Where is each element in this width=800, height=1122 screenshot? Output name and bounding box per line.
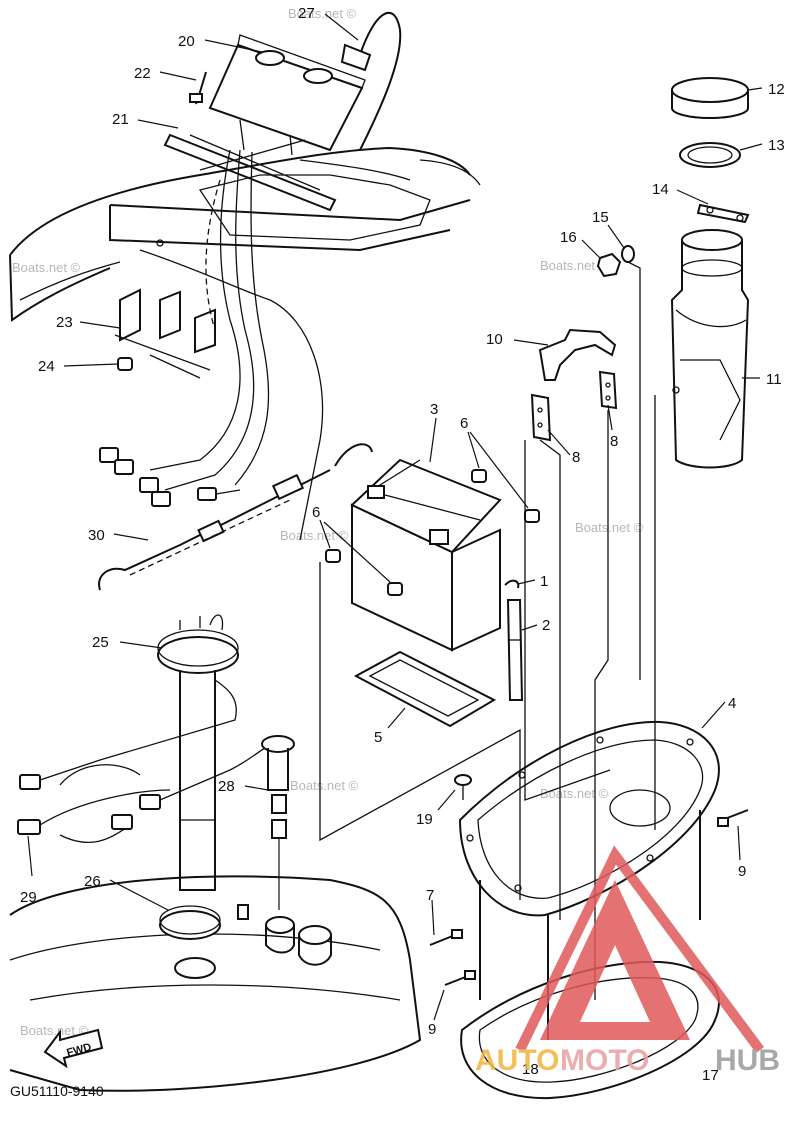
watermark: Boats.net © xyxy=(290,778,359,793)
sensor-28 xyxy=(261,735,295,910)
clamp-14 xyxy=(696,203,750,224)
callout-14: 14 xyxy=(652,181,669,198)
battery-case-4 xyxy=(458,720,720,1040)
plate-8 xyxy=(530,393,552,442)
screw-19 xyxy=(454,774,472,800)
callout-3: 3 xyxy=(430,401,438,418)
callout-28: 28 xyxy=(218,778,235,795)
callout-6: 6 xyxy=(312,504,320,521)
clip-24 xyxy=(117,357,133,371)
callout-4: 4 xyxy=(728,695,736,712)
plate-8 xyxy=(598,370,618,410)
callout-24: 24 xyxy=(38,358,55,375)
logo-text-moto: MOTO xyxy=(560,1044,649,1077)
watermark: Boats.net © xyxy=(540,258,609,273)
callout-29: 29 xyxy=(20,889,37,906)
callout-21: 21 xyxy=(112,111,129,128)
callout-20: 20 xyxy=(178,33,195,50)
callout-18: 18 xyxy=(522,1061,539,1078)
fuel-sender-25 xyxy=(17,614,271,891)
leader-lines xyxy=(27,13,763,1021)
callout-26: 26 xyxy=(84,873,101,890)
watermark: Boats.net © xyxy=(12,260,81,275)
nut-16 xyxy=(596,252,622,278)
callout-5: 5 xyxy=(374,729,382,746)
cable-27 xyxy=(340,11,402,151)
callout-9: 9 xyxy=(738,863,746,880)
watermark: Boats.net © xyxy=(288,6,357,21)
washer-15 xyxy=(621,245,635,263)
callout-1: 1 xyxy=(540,573,548,590)
meter-housing-20 xyxy=(208,34,366,156)
mat-5 xyxy=(353,650,497,728)
watermark: Boats.net © xyxy=(280,528,349,543)
bracket-10 xyxy=(538,328,617,381)
clip-1 xyxy=(504,579,520,589)
callout-10: 10 xyxy=(486,331,503,348)
clip-23 xyxy=(114,288,216,379)
hull-deck xyxy=(9,146,481,541)
rivet-7 xyxy=(429,929,463,946)
callout-22: 22 xyxy=(134,65,151,82)
callout-6: 6 xyxy=(460,415,468,432)
cap-12 xyxy=(671,77,749,119)
callout-8: 8 xyxy=(572,449,580,466)
callout-16: 16 xyxy=(560,229,577,246)
callout-9: 9 xyxy=(428,1021,436,1038)
callout-23: 23 xyxy=(56,314,73,331)
gasket-13 xyxy=(679,142,741,168)
bracket-21 xyxy=(163,133,337,212)
callout-27: 27 xyxy=(298,5,315,22)
callout-19: 19 xyxy=(416,811,433,828)
watermarks: Boats.net © Boats.net © Boats.net © Boat… xyxy=(12,6,644,1038)
watermark: Boats.net © xyxy=(20,1023,89,1038)
rivet-22 xyxy=(189,71,207,105)
callout-8: 8 xyxy=(610,433,618,450)
logo-text-auto: AUTO xyxy=(475,1044,559,1077)
filler-tube-11 xyxy=(670,229,750,469)
callout-17: 17 xyxy=(702,1067,719,1084)
callout-15: 15 xyxy=(592,209,609,226)
fuel-tank-26 xyxy=(9,875,422,1092)
rivet-9 xyxy=(717,809,749,827)
callout-25: 25 xyxy=(92,634,109,651)
callout-11: 11 xyxy=(766,371,782,388)
callout-2: 2 xyxy=(542,617,550,634)
rod-2 xyxy=(506,599,524,701)
wire-harness xyxy=(99,149,270,507)
callout-7: 7 xyxy=(426,887,434,904)
callouts: 27 20 22 21 23 24 30 25 28 29 26 12 13 1… xyxy=(20,5,785,1084)
rivet-9 xyxy=(444,970,476,986)
logo-text-hub: HUB xyxy=(715,1044,780,1077)
callout-30: 30 xyxy=(88,527,105,544)
battery-3 xyxy=(350,458,502,652)
callout-12: 12 xyxy=(768,81,785,98)
logo-triangle-icon xyxy=(540,880,690,1040)
callout-13: 13 xyxy=(768,137,785,154)
logo: AUTO MOTO HUB xyxy=(475,845,780,1077)
cable-30 xyxy=(98,443,373,591)
diagram-code: GU51110-9140 xyxy=(10,1083,104,1099)
assembly-lines xyxy=(319,261,656,1000)
watermark: Boats.net © xyxy=(575,520,644,535)
watermark: Boats.net © xyxy=(540,786,609,801)
